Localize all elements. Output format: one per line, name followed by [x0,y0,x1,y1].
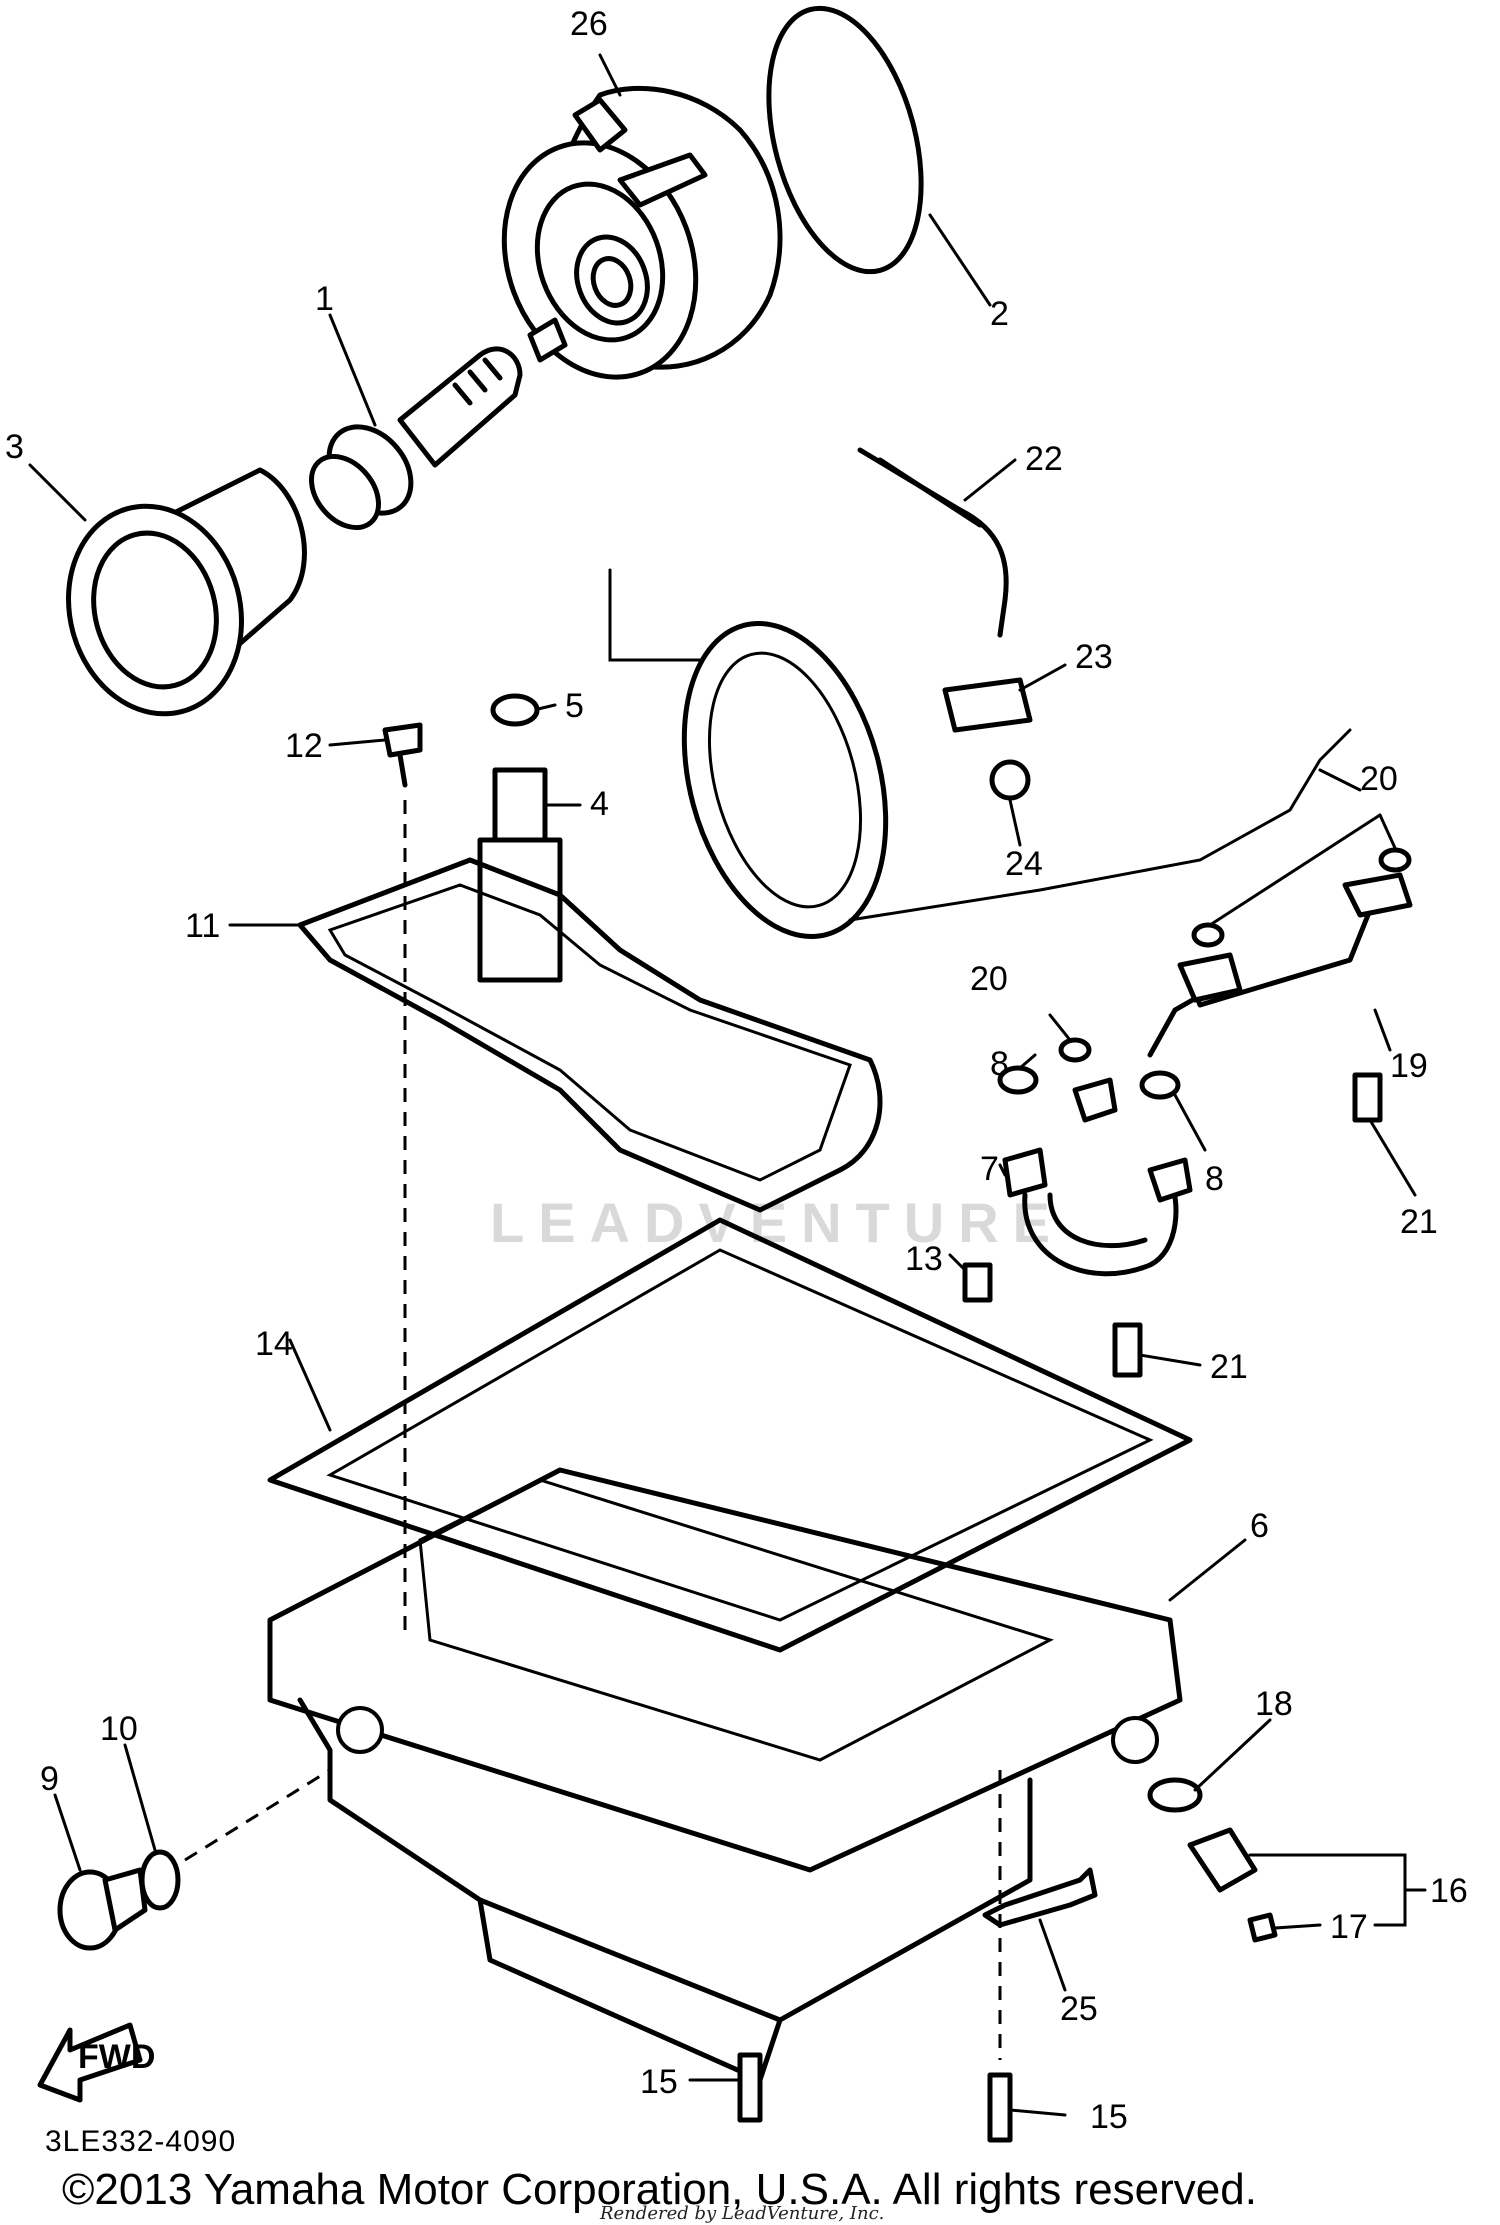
oil-level-switch-16 [1187,1827,1258,1893]
callout-9: 9 [40,1760,59,1798]
callout-26: 26 [570,5,608,43]
o-ring-small [490,693,540,727]
drain-plug-9 [57,1867,148,1951]
callout-17: 17 [1330,1908,1368,1946]
callout-labels: 26 2 1 3 22 23 5 12 4 20 24 11 20 8 8 19… [5,5,1468,2136]
oil-pan-6-part [267,1467,1183,2083]
fwd-arrow-icon: FWD [37,2022,155,2103]
o-ring-20-mid [1191,922,1225,948]
screw-17 [1247,1912,1278,1943]
callout-25: 25 [1060,1990,1098,2028]
diagram-reference-code: 3LE332-4090 [45,2125,237,2158]
oil-cooler-part [501,85,783,380]
callout-12: 12 [285,727,323,765]
callout-15-left: 15 [640,2063,678,2101]
callout-15-right: 15 [1090,2098,1128,2136]
callout-22: 22 [1025,440,1063,478]
o-ring-8-right [1139,1070,1181,1100]
svg-text:FWD: FWD [78,2038,155,2076]
gasket-11-part [297,857,883,1213]
oil-pan-gasket-14 [267,1217,1193,1653]
oil-filter-part [66,467,307,717]
callout-23: 23 [1075,638,1113,676]
drain-washer-10 [139,1849,181,1911]
washer-18 [1147,1777,1203,1813]
bolt-21-lower [1112,1322,1143,1378]
clamp-25-part [982,1867,1098,1928]
callout-21-right: 21 [1400,1203,1438,1241]
callout-5: 5 [565,687,584,725]
union-bolt-part [309,346,523,531]
callout-3: 3 [5,428,24,466]
bolt-15-left [737,2052,763,2123]
callout-11: 11 [185,907,220,945]
callout-18: 18 [1255,1685,1293,1723]
render-credit: Rendered by LeadVenture, Inc. [600,2203,885,2224]
clip-part [989,759,1031,801]
o-ring-8-left [997,1065,1039,1095]
callout-21-lower: 21 [1210,1348,1248,1386]
callout-13: 13 [905,1240,943,1278]
bolt-21-upper [1352,1072,1383,1123]
oil-strainer-outline [608,568,1352,939]
dowel-13-part [962,1262,993,1303]
callout-20-top: 20 [1360,760,1398,798]
breather-pipe-part [857,447,1009,638]
callout-19: 19 [1390,1047,1428,1085]
callout-20-mid: 20 [970,960,1008,998]
callout-8-left: 8 [990,1045,1009,1083]
callout-16: 16 [1430,1872,1468,1910]
callout-14: 14 [255,1325,293,1363]
callout-1: 1 [315,280,334,318]
callout-2: 2 [990,295,1009,333]
oil-pipe-7-part [1002,1077,1193,1277]
callout-7: 7 [980,1150,999,1188]
bolt-15-right [987,2072,1013,2143]
copyright-notice: ©2013 Yamaha Motor Corporation, U.S.A. A… [62,2165,1257,2214]
damper-block-part [942,677,1033,733]
callout-6: 6 [1250,1507,1269,1545]
callout-24: 24 [1005,845,1043,883]
leader-lines [28,53,1427,2117]
pipe-4-part [477,767,563,983]
callout-8-right: 8 [1205,1160,1224,1198]
o-ring-large [766,5,924,275]
o-ring-20-lower [1058,1037,1092,1063]
o-ring-20-upper [1378,847,1412,873]
callout-10: 10 [100,1710,138,1748]
callout-4: 4 [590,785,609,823]
